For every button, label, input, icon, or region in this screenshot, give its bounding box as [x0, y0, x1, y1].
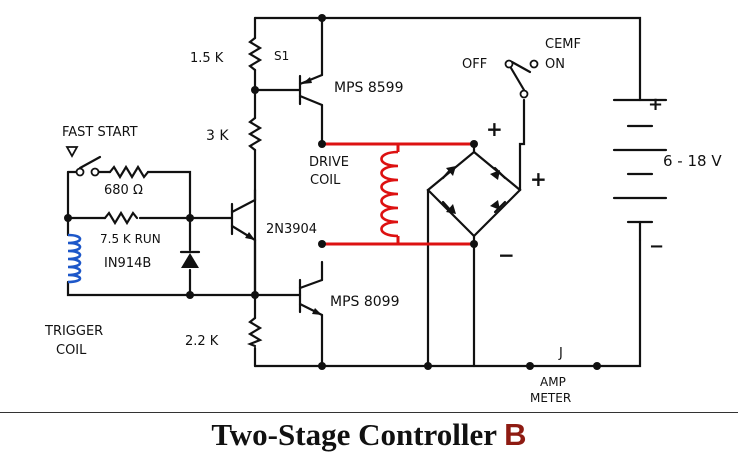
label-r-75k: 7.5 K RUN: [100, 232, 161, 246]
label-switch-cemf: CEMF: [545, 37, 581, 52]
label-fast-start: FAST START: [62, 125, 138, 140]
resistor-3k: [247, 116, 263, 152]
label-drive-coil-2: COIL: [310, 173, 341, 188]
label-switch-off: OFF: [462, 57, 487, 72]
label-q-top: MPS 8599: [334, 80, 404, 96]
label-amp-2: METER: [530, 391, 571, 405]
label-bridge-plus: +: [486, 117, 503, 141]
label-r-3k: 3 K: [206, 128, 229, 144]
junction-dots: [64, 14, 601, 370]
label-r-680: 680 Ω: [104, 183, 143, 198]
transistor-mps8099: [298, 278, 324, 317]
title-text: Two-Stage Controller: [211, 417, 497, 452]
title-suffix: B: [504, 417, 527, 452]
label-q-bot: MPS 8099: [330, 294, 400, 310]
diagram-title: Two-Stage Controller B: [0, 417, 738, 453]
resistor-2-2k: [247, 316, 263, 348]
label-battery-minus: −: [649, 236, 664, 257]
caption-divider: [0, 412, 738, 413]
transistor-mps8599: [298, 73, 324, 107]
label-drive-coil-1: DRIVE: [309, 155, 349, 170]
label-jumper: J: [558, 346, 563, 361]
label-trigger-2: COIL: [56, 343, 87, 358]
resistor-680: [108, 164, 150, 180]
label-battery-voltage: 6 - 18 V: [663, 152, 722, 170]
bridge-rectifier: [426, 150, 522, 238]
drive-coil: [322, 142, 474, 246]
schematic-diagram: 1.5 K S1 MPS 8599 OFF CEMF ON FAST START…: [44, 14, 722, 405]
label-amp-1: AMP: [540, 375, 566, 389]
battery: [612, 98, 668, 242]
diode-in914b: [179, 250, 201, 268]
resistors: [103, 36, 263, 348]
label-s1: S1: [274, 49, 289, 63]
label-r-22k: 2.2 K: [185, 334, 219, 349]
transistor-2n3904: [230, 198, 257, 242]
trigger-coil: [67, 233, 82, 284]
label-bridge-out-plus: +: [530, 167, 547, 191]
label-bridge-minus: −: [498, 243, 515, 267]
label-diode: IN914B: [104, 256, 151, 271]
resistor-1-5k: [247, 36, 263, 72]
cemf-switch: [504, 59, 539, 99]
label-trigger-1: TRIGGER: [44, 324, 103, 339]
resistor-7-5k: [103, 210, 139, 226]
label-r-top: 1.5 K: [190, 51, 224, 66]
label-battery-plus: +: [648, 94, 663, 115]
fast-start-switch: [65, 146, 102, 177]
label-switch-on: ON: [545, 57, 565, 72]
labels: 1.5 K S1 MPS 8599 OFF CEMF ON FAST START…: [44, 37, 722, 405]
label-q-mid: 2N3904: [266, 222, 317, 237]
